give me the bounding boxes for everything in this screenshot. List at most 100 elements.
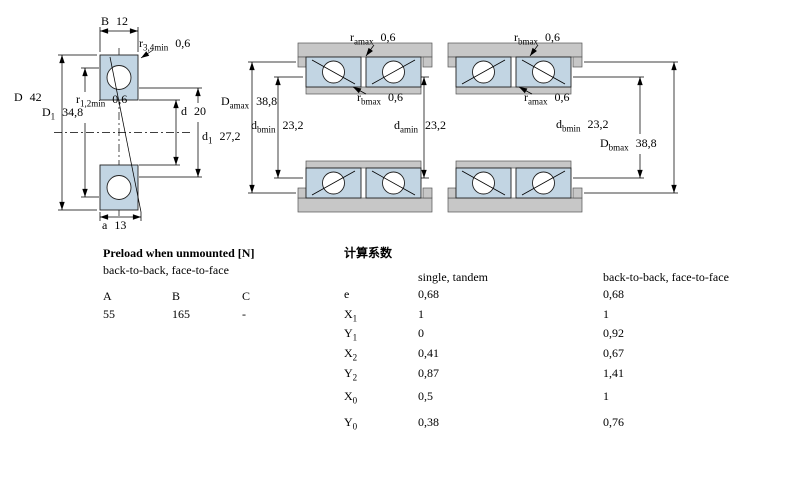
dim-sub: 0 bbox=[352, 395, 358, 406]
factors-row: X1 1 1 bbox=[344, 307, 729, 327]
dim-sym: e bbox=[344, 287, 350, 301]
dim-sym: d bbox=[251, 118, 257, 132]
ball bbox=[106, 175, 132, 200]
dim-sym: a bbox=[102, 218, 108, 232]
dim-sym: r bbox=[350, 30, 354, 44]
dim-sub: 1,2min bbox=[80, 98, 106, 109]
shaft-block bbox=[305, 160, 422, 169]
housing-shoulder bbox=[297, 187, 307, 199]
factor-symbol: X1 bbox=[344, 307, 418, 327]
factor-value-pair: 1 bbox=[603, 306, 609, 321]
factor-symbol: X2 bbox=[344, 346, 418, 366]
housing-block bbox=[297, 197, 433, 213]
factor-value-single: 0,87 bbox=[418, 365, 439, 380]
dim-sym: B bbox=[101, 14, 110, 28]
preload-table: Preload when unmounted [N] back-to-back,… bbox=[103, 246, 292, 321]
dim-sym: d bbox=[202, 129, 208, 143]
dim-val: 12 bbox=[116, 14, 129, 28]
dim-val: 42 bbox=[29, 90, 42, 104]
factors-row: X2 0,41 0,67 bbox=[344, 346, 729, 366]
factors-header-spacer bbox=[344, 270, 418, 284]
dimension-lines bbox=[518, 44, 678, 194]
dim-sym: r bbox=[76, 92, 80, 106]
factor-symbol: Y1 bbox=[344, 326, 418, 346]
dim-val: 34,8 bbox=[62, 105, 84, 119]
housing-shoulder bbox=[572, 56, 583, 68]
dim-sym: d bbox=[556, 117, 562, 131]
dimension-lines bbox=[58, 27, 202, 221]
preload-value-C: - bbox=[242, 307, 246, 321]
factors-header-row: single, tandem back-to-back, face-to-fac… bbox=[344, 270, 729, 284]
dim-sub: amin bbox=[400, 124, 418, 135]
dim-sym: d bbox=[181, 104, 187, 118]
dim-sub: bmax bbox=[608, 142, 629, 153]
factors-header-pair: back-to-back, face-to-face bbox=[603, 270, 729, 284]
dim-sym: D bbox=[42, 105, 51, 119]
housing-block bbox=[297, 42, 433, 58]
housing-shoulder bbox=[447, 187, 457, 199]
housing-block bbox=[447, 42, 583, 58]
dim-val: 0,6 bbox=[112, 92, 128, 106]
preload-grid: A B C 55 165 - bbox=[103, 289, 292, 321]
dim-sym: X bbox=[344, 306, 353, 321]
dim-sub: amax bbox=[354, 36, 374, 47]
preload-value-B: 165 bbox=[172, 307, 190, 321]
dim-sub: bmin bbox=[562, 123, 581, 134]
dim-sub: bmin bbox=[257, 124, 276, 135]
factors-row: Y2 0,87 1,41 bbox=[344, 366, 729, 386]
dim-val: 0,6 bbox=[175, 36, 191, 50]
factors-rows: e 0,68 0,68 X1 1 1 Y1 0 0,92 X2 0,41 0,6… bbox=[344, 287, 729, 435]
shaft-block bbox=[455, 86, 572, 95]
dim-sub: 0 bbox=[352, 421, 358, 432]
ball bbox=[106, 65, 132, 90]
factors-header-single: single, tandem bbox=[418, 270, 488, 284]
factor-symbol: Y0 bbox=[344, 415, 418, 435]
dim-sub: 2 bbox=[352, 352, 358, 363]
factor-value-pair: 1,41 bbox=[603, 365, 624, 380]
dim-val: 23,2 bbox=[282, 118, 304, 132]
factor-value-single: 1 bbox=[418, 306, 424, 321]
dim-sub: amax bbox=[528, 96, 548, 107]
dim-sym: d bbox=[394, 118, 400, 132]
mounted-pair-back-to-back bbox=[248, 42, 433, 213]
dim-sub: amax bbox=[229, 100, 250, 111]
section-drawing bbox=[54, 27, 202, 221]
dim-sub: 1 bbox=[352, 313, 358, 324]
factor-value-single: 0 bbox=[418, 326, 424, 341]
factor-value-pair: 1 bbox=[603, 389, 609, 404]
contact-angle-lines bbox=[311, 59, 416, 196]
dim-sub: 1 bbox=[352, 332, 358, 343]
factor-symbol: X0 bbox=[344, 389, 418, 409]
factors-row: X0 0,5 1 bbox=[344, 389, 729, 409]
factors-row: e 0,68 0,68 bbox=[344, 287, 729, 307]
factor-value-pair: 0,76 bbox=[603, 415, 624, 430]
dim-sym: X bbox=[344, 346, 353, 361]
factors-row: Y0 0,38 0,76 bbox=[344, 415, 729, 435]
dim-sym: r bbox=[357, 90, 361, 104]
dim-sub: 3,4min bbox=[143, 42, 169, 53]
dim-sym: Y bbox=[344, 326, 353, 341]
dim-label-damin: damin 23,2 bbox=[394, 119, 446, 136]
dim-val: 23,2 bbox=[425, 118, 446, 132]
dim-sub: bmax bbox=[518, 36, 538, 47]
contact-angle-lines bbox=[461, 59, 566, 196]
dim-sub: 2 bbox=[352, 372, 358, 383]
factor-value-pair: 0,68 bbox=[603, 287, 624, 301]
preload-value-A: 55 bbox=[103, 307, 115, 321]
dim-sub: 1 bbox=[208, 135, 213, 146]
factor-value-pair: 0,67 bbox=[603, 346, 624, 361]
dim-sym: D bbox=[600, 136, 609, 150]
dim-label-dbmin-left: dbmin 23,2 bbox=[251, 119, 304, 136]
dim-val: 38,8 bbox=[256, 94, 278, 108]
preload-header-B: B bbox=[172, 289, 181, 303]
factors-title: 计算系数 bbox=[344, 246, 393, 260]
shaft-block bbox=[305, 86, 422, 95]
contact-angle-line bbox=[109, 56, 142, 213]
